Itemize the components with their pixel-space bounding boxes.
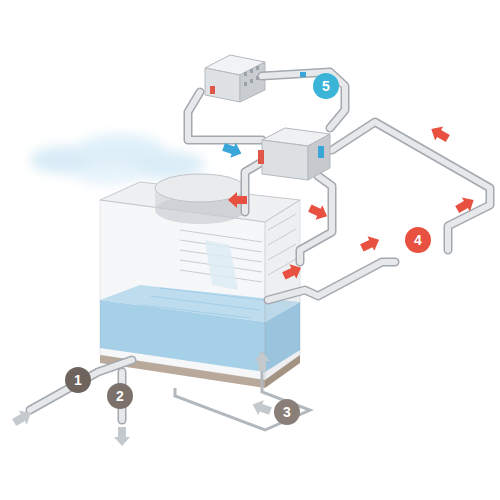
callout-number: 5 <box>313 73 339 99</box>
valve <box>210 86 215 94</box>
drain-pipe <box>175 352 310 430</box>
callout-number: 1 <box>65 367 91 393</box>
tower-front <box>100 200 265 380</box>
callout-number: 2 <box>107 383 133 409</box>
flow-arrows <box>10 122 477 446</box>
pipes-outline <box>30 72 490 420</box>
building <box>205 55 265 102</box>
chiller <box>258 128 330 180</box>
callout-number: 3 <box>274 399 300 425</box>
tower-base-side <box>265 355 300 388</box>
callout-number: 4 <box>405 227 431 253</box>
pipes <box>30 72 490 420</box>
valve <box>300 72 306 77</box>
